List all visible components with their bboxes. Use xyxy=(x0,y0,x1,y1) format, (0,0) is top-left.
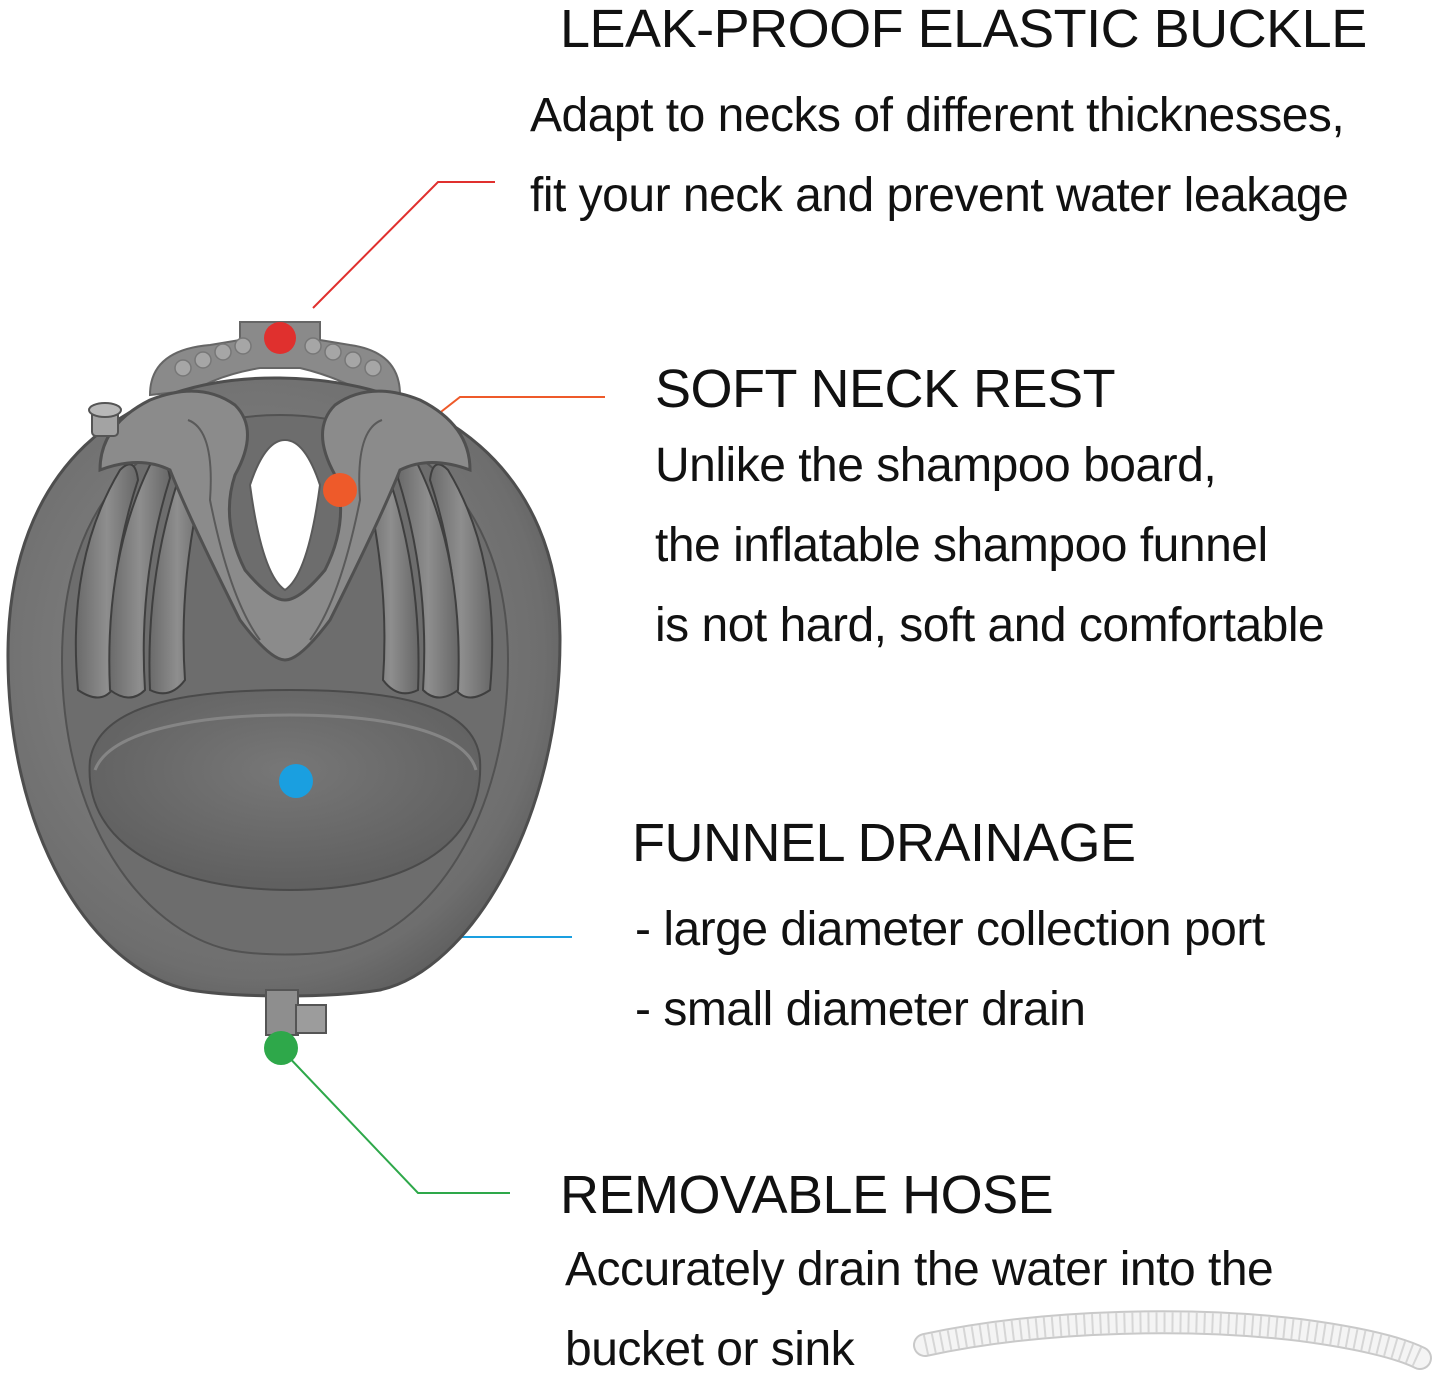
hose-desc-line-1: Accurately drain the water into the xyxy=(565,1243,1274,1296)
removable-hose-image xyxy=(913,1310,1432,1370)
buckle-connector-line xyxy=(312,181,495,309)
drainage-marker-dot xyxy=(279,764,313,798)
soft-neck-rest xyxy=(98,389,472,662)
hose-marker-dot xyxy=(264,1031,298,1065)
neck-rest-marker-dot xyxy=(323,473,357,507)
buckle-desc-line-1: Adapt to necks of different thicknesses, xyxy=(530,89,1345,142)
air-valve xyxy=(88,402,122,437)
hose-desc-line-2: bucket or sink xyxy=(565,1323,855,1376)
elastic-buckle-strap xyxy=(148,321,402,397)
neck-rest-desc-line-2: the inflatable shampoo funnel xyxy=(655,519,1268,572)
buckle-marker-dot xyxy=(264,322,296,354)
neck-rest-title: SOFT NECK REST xyxy=(655,359,1116,419)
drainage-desc-line-1: - large diameter collection port xyxy=(635,903,1265,956)
drainage-desc-line-2: - small diameter drain xyxy=(635,983,1086,1036)
drain-outlet xyxy=(265,989,327,1036)
neck-opening xyxy=(248,438,322,592)
neck-rest-desc-line-1: Unlike the shampoo board, xyxy=(655,439,1217,492)
hose-connector-line xyxy=(281,1049,510,1194)
buckle-title: LEAK-PROOF ELASTIC BUCKLE xyxy=(560,0,1367,59)
neck-rest-desc-line-3: is not hard, soft and comfortable xyxy=(655,599,1325,652)
buckle-desc-line-2: fit your neck and prevent water leakage xyxy=(530,169,1349,222)
shampoo-basin xyxy=(6,321,562,1036)
drainage-title: FUNNEL DRAINAGE xyxy=(632,813,1136,873)
hose-title: REMOVABLE HOSE xyxy=(560,1165,1054,1225)
